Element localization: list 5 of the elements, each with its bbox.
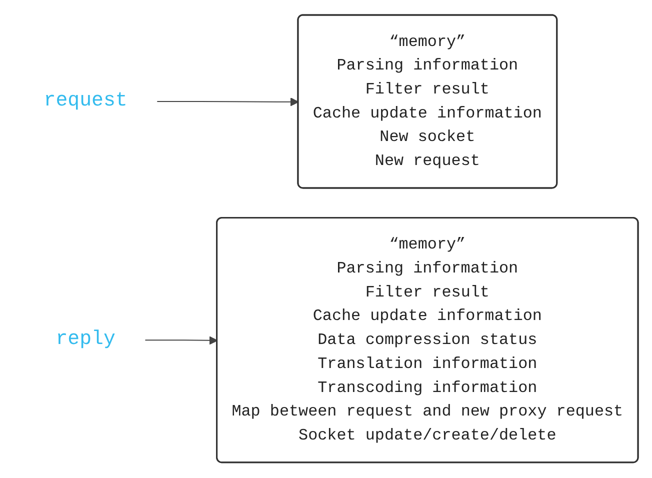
- node-text: request: [44, 90, 128, 113]
- arrow: [144, 336, 218, 346]
- diagram: request “memory” Parsing information Filter result Cache update information New socket New request reply “memory” Parsing information Filter result Cache update information Data compression status Translation information Transcoding information Map between request and new proxy request Socket update/create/delete: [6, 7, 646, 471]
- arrow: [156, 98, 299, 107]
- node-text: reply: [56, 328, 116, 352]
